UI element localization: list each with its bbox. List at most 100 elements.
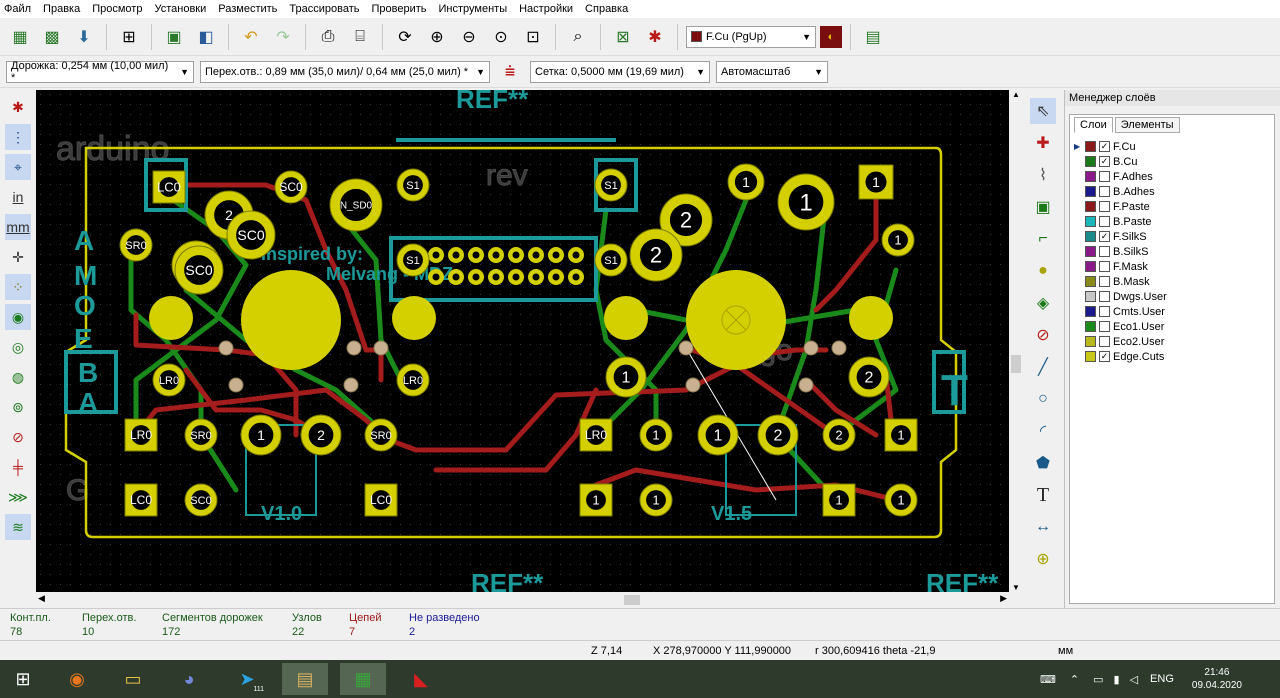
zoom-selection-icon[interactable]: ⊡ [526,28,540,46]
pcb-pad[interactable]: 1 [605,356,647,398]
layer-visibility-checkbox[interactable]: ✓ [1099,351,1110,362]
add-dimension-icon[interactable]: ↔ [1035,518,1051,535]
zoom-in-icon[interactable]: ⊕ [430,28,444,46]
menu-file[interactable]: Файл [4,3,32,15]
horizontal-scrollbar[interactable]: ◀ ▶ [36,592,1009,608]
zoom-fit-icon[interactable]: ⊙ [494,28,508,46]
footprint-browser-icon[interactable]: ◧ [198,28,214,46]
layer-row[interactable]: F.Paste [1084,199,1274,214]
pcb-pad[interactable]: SC0 [226,210,276,260]
pcb-pad[interactable]: 2 [629,228,683,282]
scroll-up-arrow[interactable]: ▲ [1012,90,1020,99]
layer-visibility-checkbox[interactable] [1099,306,1110,317]
cursor-shape-icon[interactable]: ✛ [12,248,24,265]
layer-color-swatch[interactable] [1085,291,1096,302]
highlight-net-icon[interactable]: ✚ [1036,135,1050,152]
pcb-pad[interactable]: 2 [757,414,799,456]
grid-toggle-icon[interactable]: ⋮ [5,124,31,150]
layer-row[interactable]: F.Mask [1084,259,1274,274]
add-arc-icon[interactable]: ◜ [1039,423,1047,440]
units-inch[interactable]: in [12,189,24,205]
pcb-pad[interactable]: S1 [594,168,628,202]
layer-color-swatch[interactable] [1085,156,1096,167]
auto-track-width-icon[interactable]: ⩧ [504,61,516,81]
scripting-console-icon[interactable]: ▤ [865,28,881,46]
layer-color-swatch[interactable] [1085,216,1096,227]
zone-sketch-icon[interactable]: ◍ [11,368,25,385]
layer-color-swatch[interactable] [1085,261,1096,272]
layer-color-swatch[interactable] [1085,246,1096,257]
tray-up-icon[interactable]: ⌃ [1069,673,1080,686]
menu-view[interactable]: Просмотр [92,3,143,15]
add-via-icon[interactable]: ● [1038,262,1048,279]
pcb-pad[interactable]: LR0 [152,363,186,397]
language-indicator[interactable]: ENG [1150,673,1174,685]
layers-manager-icon[interactable]: ≋ [5,514,31,540]
pcb-pad[interactable]: SR0 [364,418,398,452]
add-zone-icon[interactable]: ◈ [1036,295,1050,312]
grid-select[interactable]: Сетка: 0,5000 мм (19,69 мил)▼ [530,60,710,83]
layer-row[interactable]: Eco2.User [1084,334,1274,349]
tab-layers[interactable]: Слои [1074,117,1113,133]
pcb-pad[interactable]: 1 [639,483,673,517]
layer-visibility-checkbox[interactable]: ✓ [1099,231,1110,242]
undo-icon[interactable]: ↶ [244,28,258,46]
keyboard-icon[interactable]: ⌨ [1040,673,1056,686]
pcb-pad[interactable]: SC0 [274,170,308,204]
add-text[interactable]: T [1036,483,1050,506]
telegram-icon[interactable]: ➤111 [239,668,264,694]
add-circle-icon[interactable]: ○ [1038,390,1048,407]
layer-row[interactable]: B.Mask [1084,274,1274,289]
pcb-pad[interactable]: LC0 [124,483,158,517]
pcb-pad[interactable]: N_SD0 [329,178,383,232]
save-board-icon[interactable]: ⬇ [77,28,91,46]
layer-color-swatch[interactable] [1085,321,1096,332]
pcb-pad[interactable]: 1 [727,163,765,201]
pcb-pad[interactable]: SC0 [174,245,224,295]
zone-outline-icon[interactable]: ◎ [11,338,25,355]
pcb-pad[interactable]: 1 [579,483,613,517]
vertical-scroll-thumb[interactable] [1011,355,1021,373]
layer-visibility-checkbox[interactable] [1099,336,1110,347]
pcb-pad[interactable]: SC0 [184,483,218,517]
pcb-pad[interactable]: 1 [881,223,915,257]
local-ratsnest-icon[interactable]: ⌇ [1039,167,1047,184]
clock[interactable]: 21:46 09.04.2020 [1192,666,1242,692]
layer-visibility-checkbox[interactable] [1099,276,1110,287]
pcb-pad[interactable]: LC0 [152,170,186,204]
layer-row[interactable]: Dwgs.User [1084,289,1274,304]
pcb-pad[interactable]: 1 [777,173,835,231]
pcb-pad[interactable]: 1 [697,414,739,456]
layer-visibility-checkbox[interactable] [1099,291,1110,302]
menu-edit[interactable]: Правка [43,3,81,15]
battery-icon[interactable]: ▭ [1093,673,1104,686]
pcb-pad[interactable]: 1 [884,418,918,452]
layer-row[interactable]: Eco1.User [1084,319,1274,334]
layer-visibility-checkbox[interactable] [1099,201,1110,212]
layer-visibility-checkbox[interactable] [1099,246,1110,257]
redo-icon[interactable]: ↷ [276,28,290,46]
pcb-pad[interactable]: SR0 [184,418,218,452]
layer-visibility-checkbox[interactable] [1099,321,1110,332]
menu-route[interactable]: Трассировать [289,3,360,15]
pcb-pad[interactable]: 2 [822,418,856,452]
layer-color-swatch[interactable] [1085,171,1096,182]
pcb-pad[interactable]: S1 [594,243,628,277]
volume-icon[interactable]: ◁ [1129,673,1139,686]
layer-color-swatch[interactable] [1085,306,1096,317]
pcb-pad[interactable]: 1 [884,483,918,517]
layer-color-swatch[interactable] [1085,351,1096,362]
add-line-icon[interactable]: ╱ [1038,359,1048,376]
zoom-select[interactable]: Автомасштаб▼ [716,60,828,83]
pad-sketch-icon[interactable]: ⊚ [12,398,24,415]
menu-tools[interactable]: Инструменты [438,3,508,15]
netlist-icon[interactable]: ⊠ [616,28,630,46]
horizontal-scroll-thumb[interactable] [624,595,640,605]
layer-row[interactable]: B.SilkS [1084,244,1274,259]
via-sketch-icon[interactable]: ⊘ [12,428,24,445]
layer-pair-icon[interactable]: ◐ [820,25,842,48]
page-settings-icon[interactable]: ⊞ [122,28,136,46]
plot-icon[interactable]: ⌸ [355,27,365,45]
layer-color-swatch[interactable] [1085,336,1096,347]
select-arrow-icon[interactable]: ⇖ [1030,98,1056,124]
